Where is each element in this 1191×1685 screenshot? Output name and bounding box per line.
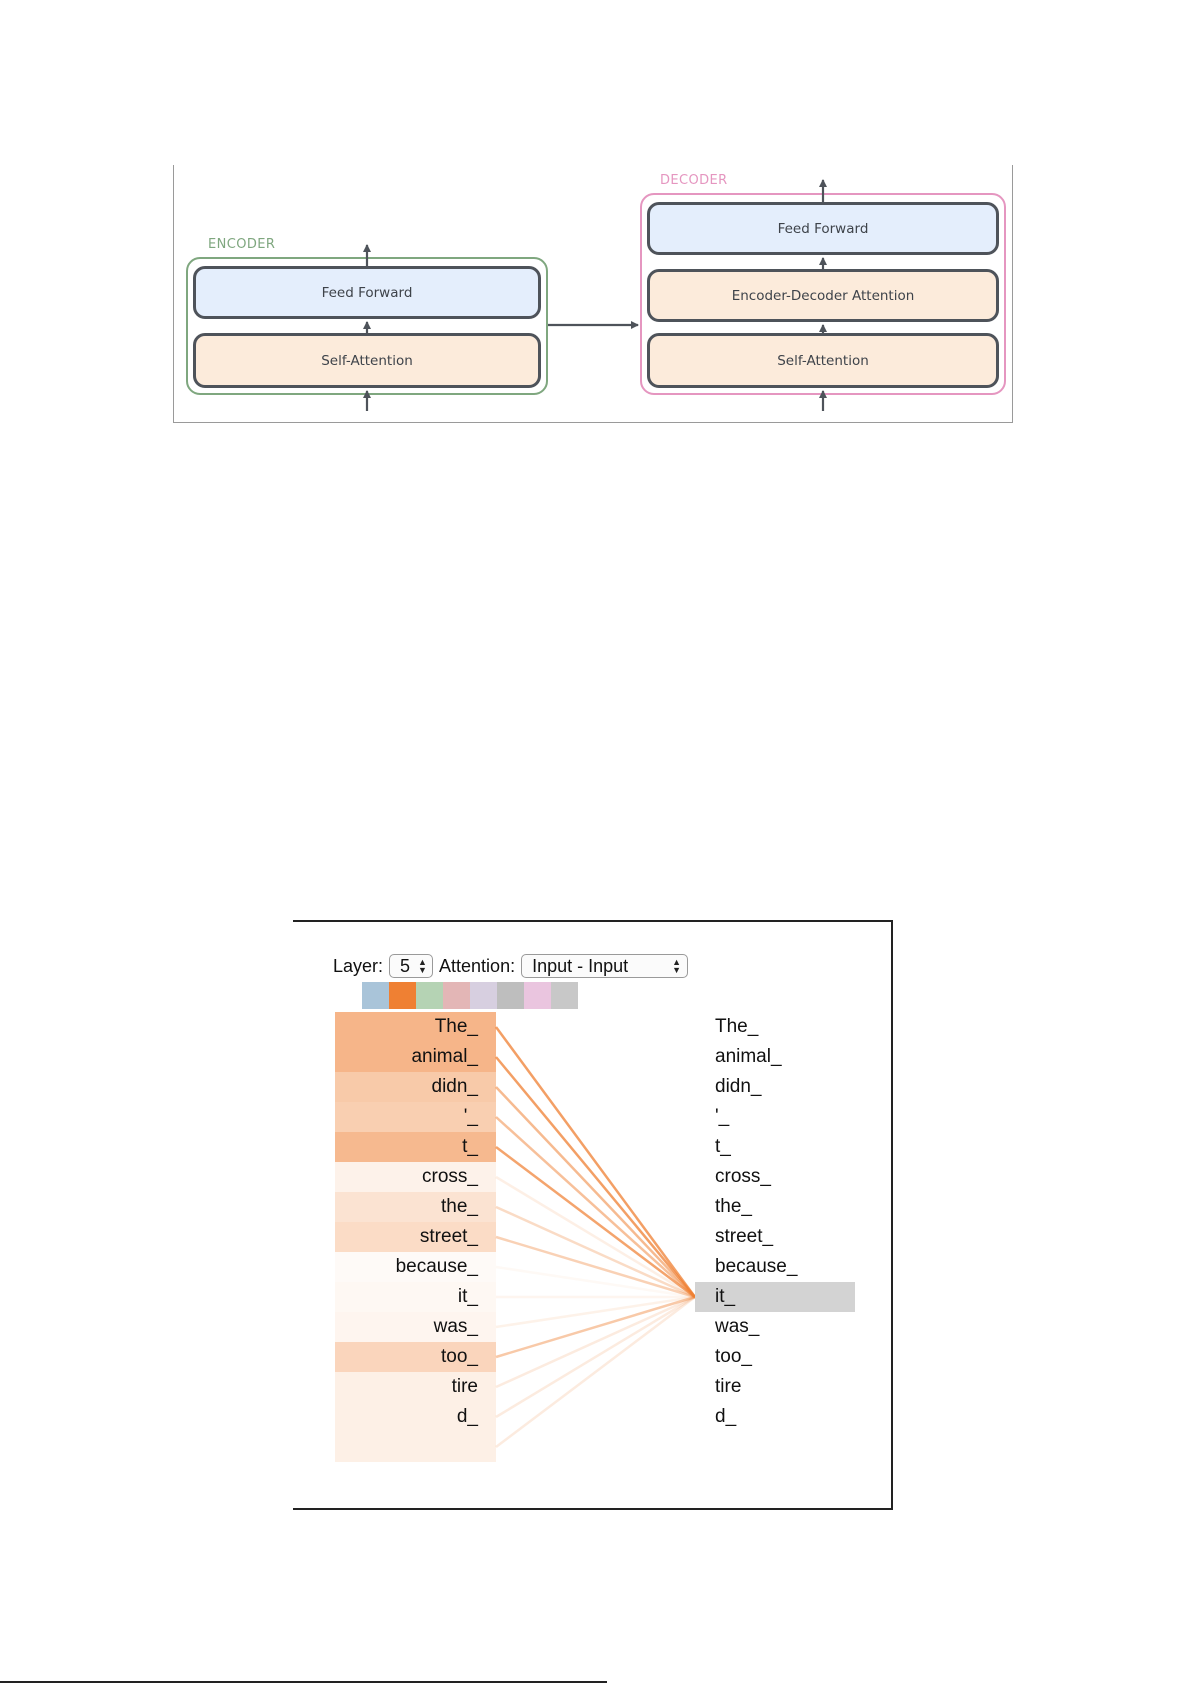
attention-line (496, 1177, 695, 1297)
right-token[interactable]: didn_ (695, 1072, 855, 1102)
attention-line (496, 1057, 695, 1297)
left-token[interactable]: The_ (335, 1012, 496, 1042)
right-token[interactable]: street_ (695, 1222, 855, 1252)
left-token[interactable]: animal_ (335, 1042, 496, 1072)
right-token[interactable]: d_ (695, 1402, 855, 1432)
left-token[interactable]: too_ (335, 1342, 496, 1372)
right-token[interactable]: the_ (695, 1192, 855, 1222)
right-token[interactable]: because_ (695, 1252, 855, 1282)
attention-line (496, 1297, 695, 1447)
right-token[interactable]: was_ (695, 1312, 855, 1342)
left-token[interactable]: cross_ (335, 1162, 496, 1192)
right-token[interactable]: cross_ (695, 1162, 855, 1192)
attention-line (496, 1087, 695, 1297)
left-token[interactable]: d_ (335, 1402, 496, 1432)
attention-line (496, 1147, 695, 1297)
right-token[interactable]: The_ (695, 1012, 855, 1042)
right-token[interactable]: tire (695, 1372, 855, 1402)
left-token[interactable]: t_ (335, 1132, 496, 1162)
attention-line (496, 1117, 695, 1297)
right-token[interactable]: too_ (695, 1342, 855, 1372)
attention-line (496, 1027, 695, 1297)
left-token[interactable]: because_ (335, 1252, 496, 1282)
left-token[interactable]: it_ (335, 1282, 496, 1312)
attention-line (496, 1297, 695, 1417)
left-token[interactable]: didn_ (335, 1072, 496, 1102)
left-token[interactable]: the_ (335, 1192, 496, 1222)
left-token[interactable]: was_ (335, 1312, 496, 1342)
right-token[interactable]: '_ (695, 1102, 855, 1132)
attention-line (496, 1297, 695, 1357)
transformer-architecture-diagram: ENCODER Feed Forward Self-Attention DECO… (173, 165, 1013, 423)
attention-line (496, 1297, 695, 1327)
left-token[interactable]: street_ (335, 1222, 496, 1252)
left-token[interactable]: tire (335, 1372, 496, 1402)
data-flow-arrows (173, 165, 1013, 423)
left-token[interactable] (335, 1432, 496, 1462)
right-token[interactable]: t_ (695, 1132, 855, 1162)
footer-rule (0, 1681, 607, 1683)
attention-visualization: Layer: 5 ▲▼ Attention: Input - Input ▲▼ … (293, 920, 893, 1510)
left-token[interactable]: '_ (335, 1102, 496, 1132)
right-token[interactable]: animal_ (695, 1042, 855, 1072)
right-token-selected[interactable]: it_ (695, 1282, 855, 1312)
